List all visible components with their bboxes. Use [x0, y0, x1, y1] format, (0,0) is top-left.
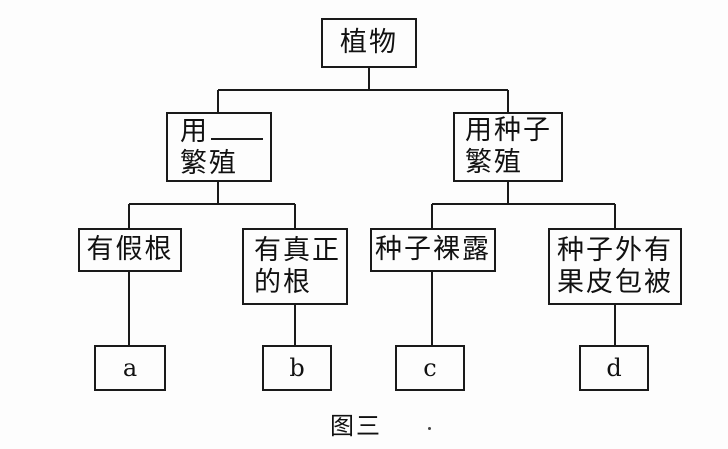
leaf-a-node: a	[94, 345, 166, 391]
covered-seed-node: 种子外有 果皮包被	[548, 228, 682, 305]
true-root-line2-label: 的根	[254, 266, 312, 298]
leaf-d-node: d	[579, 345, 649, 391]
root-label: 植物	[340, 27, 398, 58]
leaf-b-node: b	[262, 345, 332, 391]
spore-line2-label: 繁殖	[180, 148, 238, 179]
answer-blank	[211, 114, 263, 140]
figure-caption: 图三	[330, 412, 382, 440]
seed-line2-label: 繁殖	[465, 147, 523, 178]
leaf-a-label: a	[122, 354, 138, 382]
leaf-b-label: b	[289, 354, 305, 382]
stray-dot	[428, 427, 431, 430]
pseudo-root-node: 有假根	[78, 228, 182, 272]
true-root-node: 有真正 的根	[242, 228, 348, 305]
leaf-d-label: d	[606, 354, 622, 382]
spore-reproduction-node: 用 繁殖	[166, 112, 272, 182]
covered-seed-line1-label: 种子外有	[557, 234, 673, 266]
root-node: 植物	[321, 18, 417, 68]
naked-seed-label: 种子裸露	[375, 234, 491, 265]
true-root-line1-label: 有真正	[254, 234, 341, 266]
covered-seed-line2-label: 果皮包被	[557, 266, 673, 298]
leaf-c-node: c	[395, 345, 465, 391]
seed-line1-label: 用种子	[465, 115, 552, 146]
naked-seed-node: 种子裸露	[370, 228, 496, 272]
seed-reproduction-node: 用种子 繁殖	[453, 112, 563, 182]
leaf-c-label: c	[423, 354, 437, 382]
spore-line1-label: 用	[180, 116, 209, 147]
pseudo-root-label: 有假根	[86, 234, 174, 265]
